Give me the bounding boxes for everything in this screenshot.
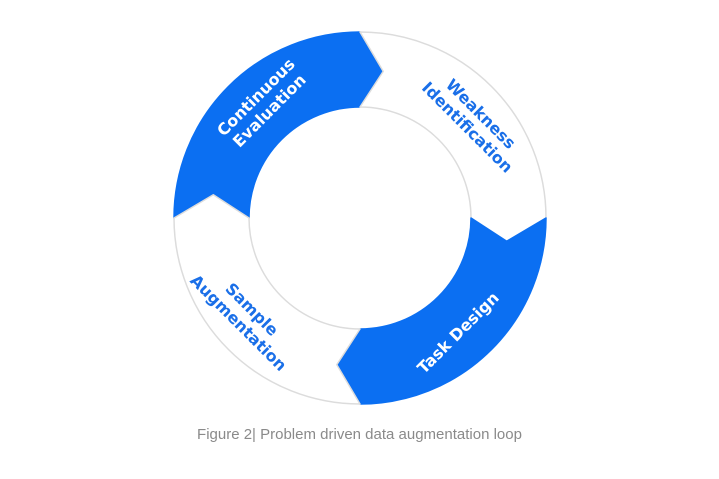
segment-continuous-evaluation: ContinuousEvaluation (173, 31, 384, 219)
figure-caption: Figure 2| Problem driven data augmentati… (197, 426, 522, 443)
segment-shape (173, 194, 361, 405)
segment-task-design: Task Design (336, 217, 547, 405)
segment-sample-augmentation: SampleAugmentation (173, 194, 361, 405)
segment-shape (336, 217, 547, 405)
segment-weakness-identification: WeaknessIdentification (359, 31, 547, 242)
